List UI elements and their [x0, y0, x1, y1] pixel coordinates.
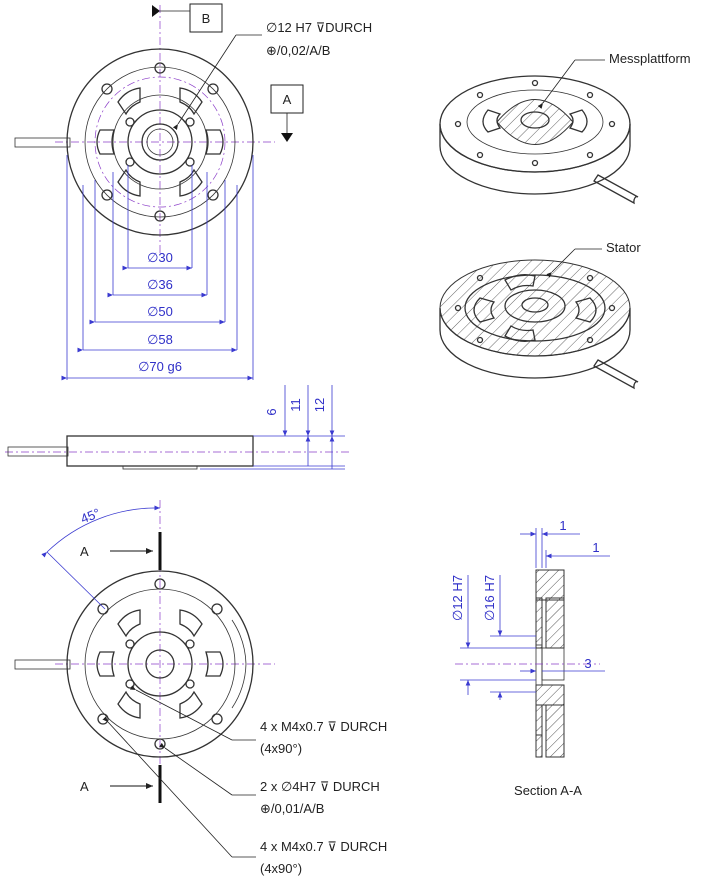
diameter-dimensions: ∅30 ∅36 ∅50 ∅58 ∅70 g6: [61, 155, 254, 381]
cable-stub: [14, 137, 71, 148]
bore-callout: ∅12 H7 ⊽DURCH: [266, 20, 372, 35]
callout-d4-tol: ⊕/0,01/A/B: [260, 801, 324, 816]
callout-d4-bore: 2 x ∅4H7 ⊽ DURCH: [260, 779, 380, 794]
datum-a-label: A: [283, 92, 292, 107]
ring-holes: [101, 62, 219, 222]
dim-d36: ∅36: [147, 277, 173, 292]
dim-h12: 12: [312, 398, 327, 412]
sec-dim-top2: 1: [592, 540, 599, 555]
center-bore: [141, 123, 179, 161]
side-view: 6 11 12: [5, 385, 350, 470]
dim-h6: 6: [264, 408, 279, 415]
section-caption: Section A-A: [514, 783, 582, 798]
dim-d70: ∅70 g6: [138, 359, 182, 374]
side-body: [66, 435, 254, 467]
sec-bore-16: ∅16 H7: [482, 575, 497, 621]
bore-tolerance: ⊕/0,02/A/B: [266, 43, 330, 58]
datum-a-arrow: [281, 133, 293, 142]
iso-stator: Stator: [439, 240, 641, 390]
dim-d30: ∅30: [147, 250, 173, 265]
sec-bore-12: ∅12 H7: [450, 575, 465, 621]
top-view: B A ∅12 H7 ⊽DURCH ⊕/0,02/A/B ∅30 ∅36 ∅50: [14, 3, 372, 381]
dim-d58: ∅58: [147, 332, 173, 347]
label-messplattform: Messplattform: [609, 51, 691, 66]
iso-platform: Messplattform: [439, 51, 691, 205]
outer-ring: [66, 48, 254, 236]
angle-45: 45°: [78, 505, 102, 526]
datum-b-label: B: [202, 11, 211, 26]
bottom-view: A A 45° 4 x M4x0.7 ⊽ DURCH (4x90°) 2 x ∅…: [14, 500, 387, 876]
datum-b-box: [189, 3, 223, 33]
callout-m4-thread-2: 4 x M4x0.7 ⊽ DURCH: [260, 839, 387, 854]
dim-d50: ∅50: [147, 304, 173, 319]
callout-m4-angle: (4x90°): [260, 741, 302, 756]
sec-dim-top1: 1: [559, 518, 566, 533]
section-mark-bottom: A: [80, 779, 89, 794]
label-stator: Stator: [606, 240, 641, 255]
callout-m4-thread: 4 x M4x0.7 ⊽ DURCH: [260, 719, 387, 734]
datum-a-box: [270, 84, 304, 114]
datum-b-arrow: [152, 5, 160, 17]
callout-m4-angle-2: (4x90°): [260, 861, 302, 876]
dim-h11: 11: [288, 398, 303, 412]
sec-dim-3: 3: [584, 656, 591, 671]
section-view: 1 1 3 ∅12 H7 ∅16 H7 Section A-A: [450, 518, 610, 798]
section-mark-top: A: [80, 544, 89, 559]
